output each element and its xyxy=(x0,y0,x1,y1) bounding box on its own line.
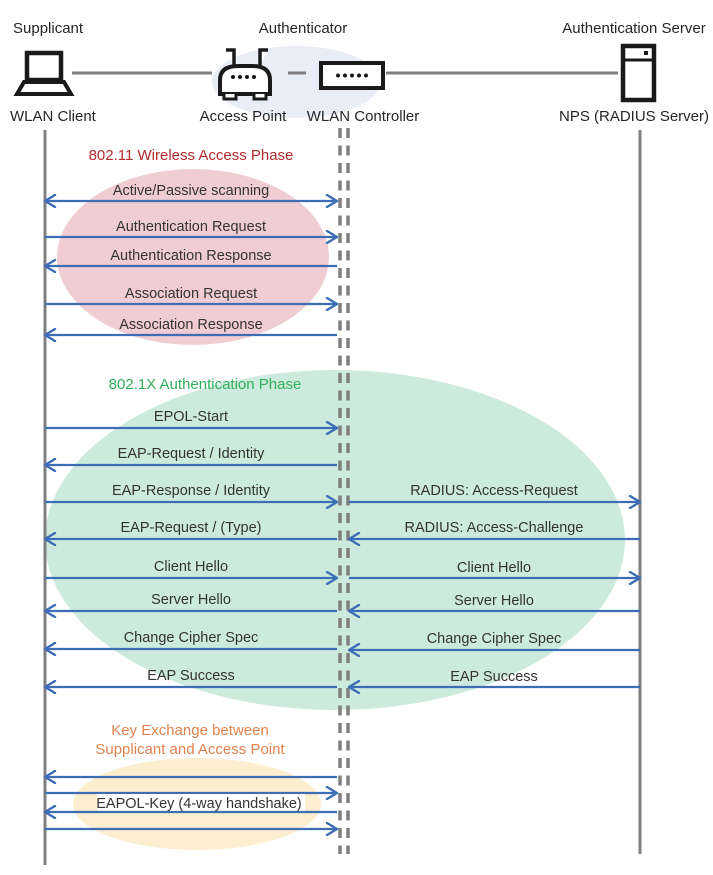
message-label-association-request: Association Request xyxy=(125,286,257,302)
message-label-change-cipher-spec-right: Change Cipher Spec xyxy=(427,631,562,647)
access-point-icon xyxy=(218,48,272,101)
phase3-title-line2: Supplicant and Access Point xyxy=(95,741,285,758)
controller-led xyxy=(357,73,361,78)
message-label-association-response: Association Response xyxy=(119,317,262,333)
ap-led xyxy=(252,75,256,79)
phase1-title: 802.11 Wireless Access Phase xyxy=(89,147,294,164)
message-label-scanning: Active/Passive scanning xyxy=(113,183,269,199)
handshake-label-background xyxy=(97,794,305,813)
message-label-client-hello-right: Client Hello xyxy=(457,560,531,576)
phase2-title: 802.1X Authentication Phase xyxy=(109,376,302,393)
device-label-access-point: Access Point xyxy=(200,108,288,125)
controller-led xyxy=(336,73,340,78)
laptop-icon xyxy=(13,50,75,96)
phase1-ellipse xyxy=(57,169,329,345)
message-label-eap-success-left: EAP Success xyxy=(147,668,235,684)
device-label-wlan-controller: WLAN Controller xyxy=(307,108,420,125)
phase3-title-line1: Key Exchange between xyxy=(111,722,269,739)
message-label-server-hello-left: Server Hello xyxy=(151,592,231,608)
server-tower xyxy=(620,43,657,103)
role-label-authentication-server: Authentication Server xyxy=(562,20,705,37)
server-icon xyxy=(620,43,657,103)
ap-foot-left xyxy=(222,94,238,101)
message-label-eap-success-right: EAP Success xyxy=(450,669,538,685)
ap-led xyxy=(238,75,242,79)
ap-body xyxy=(218,64,272,96)
laptop-screen xyxy=(24,50,64,83)
ap-led xyxy=(231,75,235,79)
role-label-supplicant: Supplicant xyxy=(13,20,84,37)
message-label-eap-request-type: EAP-Request / (Type) xyxy=(120,520,261,536)
controller-led xyxy=(343,73,347,78)
message-label-authentication-response: Authentication Response xyxy=(110,248,271,264)
message-label-change-cipher-spec-left: Change Cipher Spec xyxy=(124,630,259,646)
controller-led xyxy=(350,73,354,78)
message-label-server-hello-right: Server Hello xyxy=(454,593,534,609)
device-label-nps: NPS (RADIUS Server) xyxy=(559,108,709,125)
laptop-base xyxy=(13,80,75,96)
ap-foot-right xyxy=(252,94,268,101)
ap-antenna-right xyxy=(258,48,268,65)
message-label-eap-request-identity: EAP-Request / Identity xyxy=(118,446,265,462)
server-led xyxy=(644,51,648,55)
role-label-authenticator: Authenticator xyxy=(259,20,347,37)
device-label-wlan-client: WLAN Client xyxy=(10,108,97,125)
message-label-radius-access-request: RADIUS: Access-Request xyxy=(410,483,578,499)
message-label-radius-access-challenge: RADIUS: Access-Challenge xyxy=(405,520,584,536)
ap-antenna-left xyxy=(226,48,236,65)
controller-led xyxy=(364,73,368,78)
message-label-epol-start: EPOL-Start xyxy=(154,409,228,425)
ap-led xyxy=(245,75,249,79)
message-label-eap-response-identity: EAP-Response / Identity xyxy=(112,483,271,499)
message-label-eapol-key: EAPOL-Key (4-way handshake) xyxy=(96,796,302,812)
message-label-authentication-request: Authentication Request xyxy=(116,219,266,235)
wlan-controller-icon xyxy=(319,61,385,90)
message-label-client-hello-left: Client Hello xyxy=(154,559,228,575)
